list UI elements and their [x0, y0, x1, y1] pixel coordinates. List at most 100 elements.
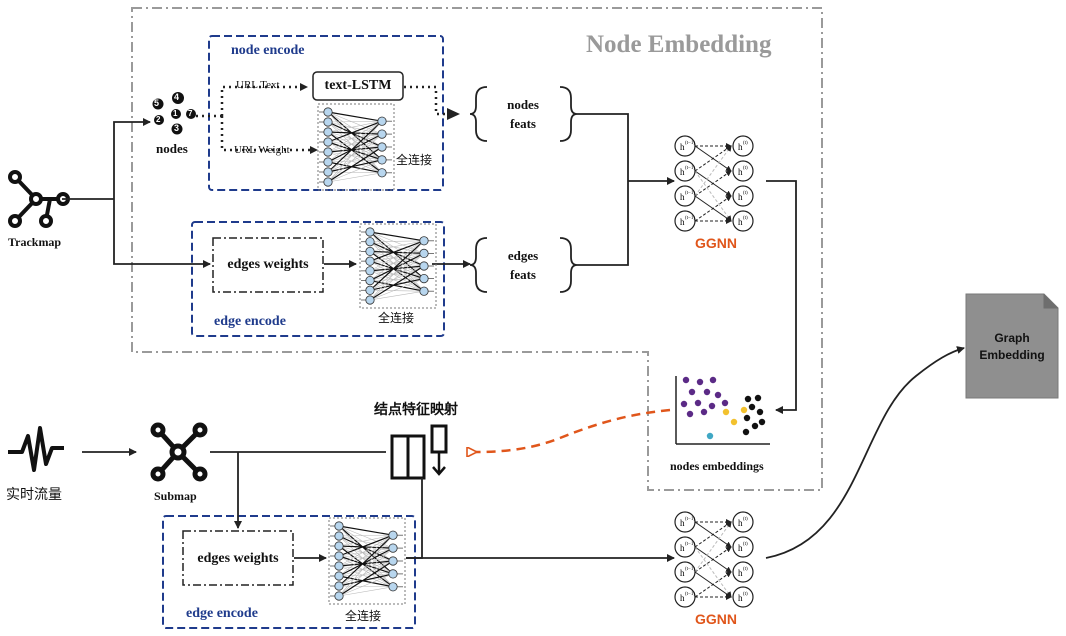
graph-embedding-connector — [765, 346, 965, 559]
node-number-badges — [152, 92, 196, 135]
ggnn-state-prev — [674, 561, 696, 583]
ggnn-h-superscript: (t−1) — [685, 216, 695, 221]
fc-input-neuron — [334, 531, 344, 541]
embedding-point-purple — [708, 402, 716, 410]
embedding-point-purple — [696, 378, 704, 386]
ggnn-h-superscript: (t−1) — [685, 517, 695, 522]
embedding-point-purple — [714, 391, 722, 399]
graph-embedding-label-2: Embedding — [979, 348, 1045, 362]
fc-output-neuron — [388, 543, 398, 553]
ggnn-h-label: h — [680, 568, 685, 578]
edge-encode-box-top — [191, 221, 445, 337]
nodes-embeddings-label: nodes embeddings — [670, 459, 764, 473]
ggnn-h-superscript: (t) — [743, 592, 748, 597]
fc-input-neuron — [334, 561, 344, 571]
mapping-arrow — [476, 408, 671, 452]
ggnn-blocks: h(t−1)h(t)h(t−1)h(t)h(t−1)h(t)h(t−1)h(t)… — [674, 135, 754, 608]
ggnn-state-prev — [674, 135, 696, 157]
fc-output-neuron — [377, 168, 387, 178]
realtime-traffic-icon — [8, 426, 64, 472]
node-badge-2: 2 — [156, 115, 161, 124]
fc-input-neuron — [365, 295, 375, 305]
fc-input-neuron — [365, 275, 375, 286]
fc-output-neuron — [377, 116, 387, 126]
fc-output-neuron — [419, 236, 429, 246]
fc-input-neuron — [365, 237, 375, 247]
embedding-point-purple — [703, 388, 711, 396]
embedding-point-purple — [680, 400, 688, 408]
ggnn-h-superscript: (t) — [743, 567, 748, 572]
fc-output-neuron — [377, 129, 387, 139]
ggnn-h-label: h — [738, 593, 743, 603]
embedding-point-yellow — [740, 406, 748, 414]
embedding-point-purple — [694, 399, 702, 407]
fc-label-bottom: 全连接 — [345, 609, 382, 623]
ggnn-h-label: h — [680, 593, 685, 603]
embedding-point-purple — [709, 376, 717, 384]
fc-input-neuron — [365, 227, 375, 237]
node-embedding-title: Node Embedding — [586, 31, 772, 58]
ggnn-h-superscript: (t) — [743, 517, 748, 522]
text-lstm-label: text-LSTM — [324, 78, 392, 93]
node-embedding-region — [131, 7, 823, 491]
fc-output-neuron — [377, 155, 387, 165]
ggnn-h-superscript: (t) — [743, 191, 748, 196]
edge-encode-label-top: edge encode — [214, 314, 286, 329]
ggnn-state-cur — [732, 160, 754, 182]
mapping-label: 结点特征映射 — [374, 402, 458, 418]
fc-input-neuron — [323, 157, 333, 167]
embedding-point-black — [742, 428, 750, 436]
ggnn-state-cur — [732, 586, 754, 608]
ggnn-block-bottom: h(t−1)h(t)h(t−1)h(t)h(t−1)h(t)h(t−1)h(t) — [674, 511, 754, 608]
ggnn-state-prev — [674, 511, 696, 533]
url-text-label: URL Text — [236, 79, 280, 91]
ggnn-h-label: h — [680, 543, 685, 553]
ggnn-block-top: h(t−1)h(t)h(t−1)h(t)h(t−1)h(t)h(t−1)h(t) — [674, 135, 754, 232]
fc-input-neuron — [323, 147, 333, 157]
fc-layer-edge-encode-top — [359, 223, 437, 309]
ggnn-h-label: h — [738, 217, 743, 227]
ggnn-label-top: GGNN — [695, 235, 737, 251]
fc-input-neuron — [365, 266, 375, 276]
embedding-point-purple — [700, 408, 708, 416]
node-badge-4: 4 — [174, 92, 180, 102]
embedding-point-purple — [682, 376, 690, 384]
embedding-point-teal — [706, 432, 714, 440]
fc-input-neuron — [334, 581, 344, 591]
fc-output-neuron — [419, 248, 429, 258]
encode-arrows — [294, 260, 471, 562]
node-encode-label: node encode — [231, 43, 305, 58]
ggnn-state-cur — [732, 511, 754, 533]
fc-output-neuron — [388, 582, 398, 592]
fc-input-neuron — [323, 107, 333, 117]
edges-weights-label-top: edges weights — [227, 257, 309, 272]
ggnn-h-label: h — [738, 518, 743, 528]
nodes-label: nodes — [156, 141, 188, 156]
node-badge-7: 7 — [188, 109, 193, 118]
fc-output-neuron — [419, 273, 429, 284]
fc-input-neuron — [323, 127, 333, 137]
nodes-feats-label-1: nodes — [507, 97, 539, 112]
fc-layer-node-encode — [317, 103, 395, 191]
embedding-point-purple — [686, 410, 694, 418]
fc-input-neuron — [334, 571, 344, 581]
ggnn-h-label: h — [738, 142, 743, 152]
ggnn-h-label: h — [738, 192, 743, 202]
fc-input-neuron — [334, 591, 344, 601]
fc-input-neuron — [365, 246, 375, 257]
fc-input-neuron — [334, 541, 344, 551]
embedding-point-black — [758, 418, 766, 426]
trackmap-label: Trackmap — [8, 235, 62, 249]
nodes-feats-label-2: feats — [510, 116, 536, 131]
graph-embedding-label-1: Graph — [994, 331, 1030, 345]
fc-output-neuron — [388, 530, 398, 540]
ggnn-state-cur — [732, 536, 754, 558]
ggnn-h-label: h — [680, 192, 685, 202]
embedding-point-black — [748, 403, 756, 411]
fc-label-top: 全连接 — [396, 153, 433, 167]
edges-weights-label-bottom: edges weights — [197, 551, 279, 566]
trackmap-icon — [8, 170, 70, 228]
fc-layers — [317, 103, 437, 605]
edges-weights-box-bottom — [182, 530, 294, 586]
